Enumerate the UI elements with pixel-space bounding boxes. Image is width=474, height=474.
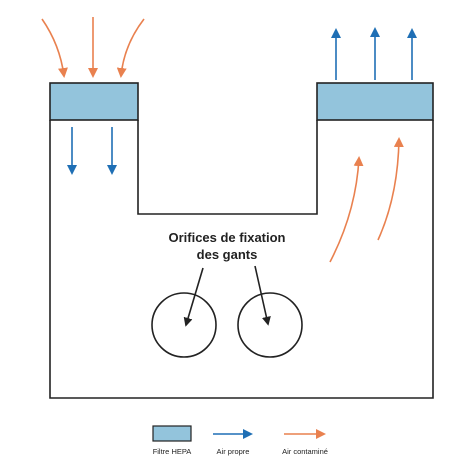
contaminated-air-arrow-in-3 [116, 18, 145, 78]
legend-contaminated-air-label: Air contaminé [282, 447, 328, 456]
glove-port-pointers [183, 265, 271, 327]
contaminated-air-arrow-up-2 [377, 137, 404, 241]
contaminated-air-arrow-in-1 [41, 18, 68, 78]
glove-ports-label-line2: des gants [197, 247, 258, 262]
legend-clean-air-label: Air propre [217, 447, 250, 456]
hepa-filter-inlet [49, 82, 139, 121]
inlet-contaminated-air-arrows [41, 17, 145, 78]
pointer-arrow-right [254, 265, 271, 326]
outlet-clean-air-arrows [331, 27, 417, 80]
contaminated-air-arrow-up-1 [329, 156, 364, 263]
hepa-filter-outlet [316, 82, 434, 121]
glove-port-right [237, 292, 303, 358]
legend: Filtre HEPA Air propre Air contaminé [152, 425, 328, 456]
legend-hepa-swatch [152, 425, 192, 442]
chamber-contaminated-air-arrows [329, 137, 404, 263]
glove-ports-label-line1: Orifices de fixation [168, 230, 285, 245]
glove-port-left [151, 292, 217, 358]
isolator-body-outline [49, 120, 434, 399]
pointer-arrow-left [183, 267, 204, 327]
chamber-clean-air-arrows [67, 127, 117, 175]
legend-hepa-label: Filtre HEPA [153, 447, 192, 456]
